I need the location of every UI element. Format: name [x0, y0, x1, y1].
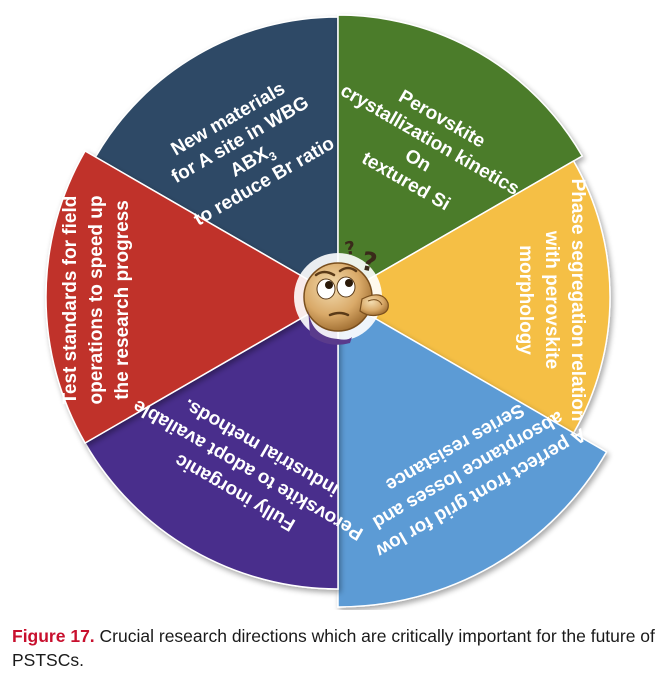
wedge-front-grid	[337, 295, 608, 608]
svg-text:?: ?	[343, 237, 357, 259]
wedge-test-standards	[45, 149, 340, 445]
svg-text:?: ?	[359, 247, 380, 279]
label-line: with perovskite	[541, 230, 562, 369]
label-line: Phase segregation relation	[567, 179, 588, 422]
label-line: operations to speed up	[86, 195, 107, 404]
wedge-inorganic	[84, 295, 339, 590]
figure-caption: Figure 17. Crucial research directions w…	[12, 624, 656, 672]
label-line: Test standards for field	[60, 196, 81, 405]
thinking-face-icon: ? ?	[294, 237, 389, 345]
wedge-phase-segregation	[336, 159, 611, 435]
caption-text: Crucial research directions which are cr…	[12, 626, 655, 670]
label-line: the research progress	[112, 200, 133, 400]
label-line: morphology	[515, 245, 536, 355]
wheel-wedges	[45, 14, 611, 608]
wedge-crystallization	[337, 14, 584, 299]
wedge-wbg-materials	[94, 16, 339, 299]
caption-label: Figure 17.	[12, 626, 95, 646]
